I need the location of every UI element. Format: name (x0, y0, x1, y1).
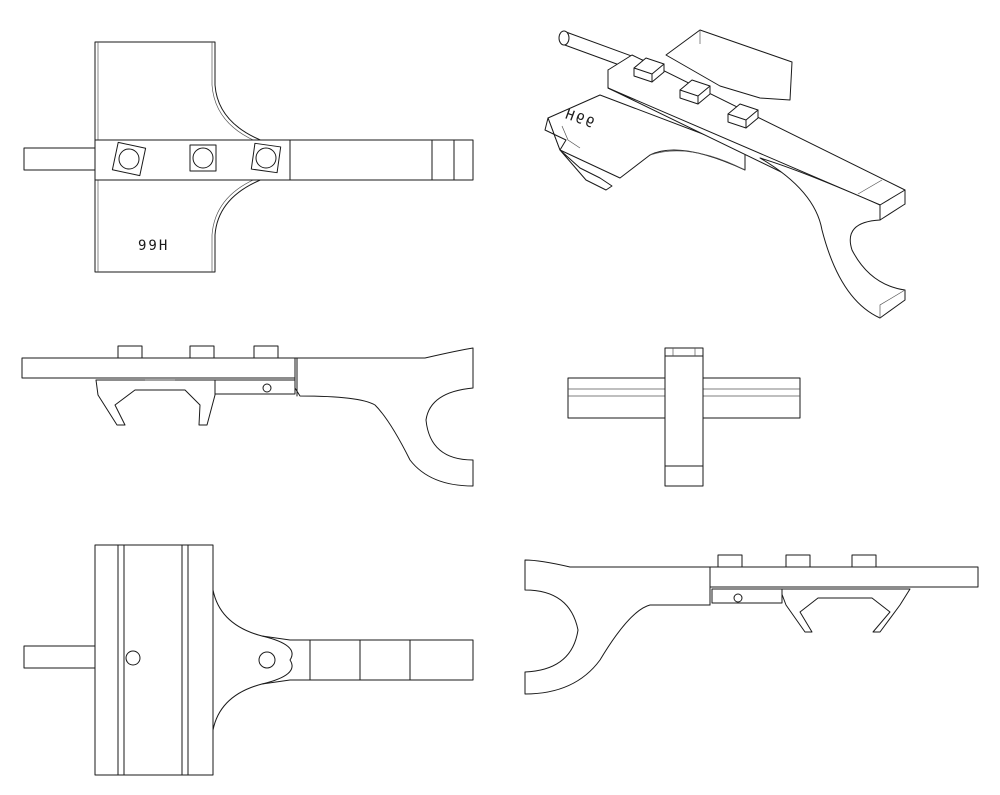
bolt-head (680, 80, 710, 104)
front-view (22, 346, 473, 486)
bolt-head (118, 346, 142, 358)
top-view: 99H (24, 42, 473, 272)
arm-bar (95, 140, 473, 180)
part-label: 99H (138, 238, 169, 254)
bolt-head (112, 142, 145, 175)
bolt-head (190, 145, 216, 171)
bolt-head (634, 58, 664, 82)
fork-arm (295, 348, 473, 486)
shaft (24, 646, 95, 668)
bottom-view (24, 545, 473, 775)
shaft (24, 148, 95, 170)
bolt-head (718, 555, 742, 567)
bolt-head (254, 346, 278, 358)
fork (760, 158, 905, 318)
clamp-plate (95, 42, 268, 143)
rear-view (525, 555, 978, 694)
isometric-view: 99H (545, 30, 905, 318)
arm-end (665, 348, 703, 486)
channel (96, 380, 215, 425)
end-view (568, 348, 800, 486)
channel (780, 589, 910, 632)
arm (213, 590, 473, 730)
clamp-plate (95, 545, 213, 775)
bolt-head (728, 104, 758, 128)
fork-arm (525, 560, 710, 694)
clamp-plate-lower (95, 177, 268, 272)
bolt-head (852, 555, 876, 567)
shaft-bar (705, 567, 978, 587)
shaft-bar (22, 358, 297, 378)
bolt-head (190, 346, 214, 358)
bolt-head (786, 555, 810, 567)
